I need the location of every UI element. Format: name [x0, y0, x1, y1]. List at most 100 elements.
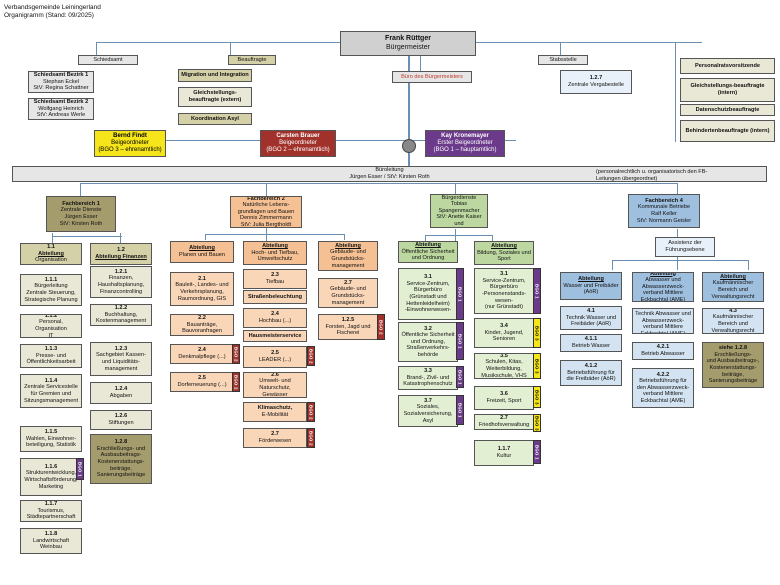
box-line: Grundstücks- — [331, 256, 365, 262]
box-line: Kostenerstattungs- — [97, 459, 145, 465]
box-line: 2.4 — [271, 311, 279, 318]
box-line: Migration und Integration — [181, 72, 249, 79]
box-line: Wirtschaftsförderung, — [24, 477, 78, 483]
beauftragte-title: Beauftragte — [228, 55, 276, 65]
bgo-tag: BGO 3 — [533, 386, 541, 408]
box-line: Kostenerstattungs- — [709, 365, 757, 371]
box-line: Hettenleidelheim) — [406, 300, 450, 307]
box-line: 1.2.4 — [114, 386, 128, 393]
box-line: 4.2.1 — [656, 344, 670, 351]
box-line: für Gremien und — [30, 391, 72, 397]
box-line: 1.1.4 — [44, 377, 58, 384]
box-line: Sanierungsbeiträge — [708, 378, 758, 385]
box-line: Kay Kronemayer — [441, 132, 489, 139]
box-line: 4.3 — [729, 308, 737, 314]
box-line: Bürgerbüro — [490, 284, 518, 291]
box-line: 3.2 — [424, 325, 432, 332]
box-line: StV: Normann Geisler — [636, 217, 692, 224]
box-line: Beauftragte — [237, 56, 267, 63]
box-line: Fachbereich 4 — [645, 197, 683, 204]
bgo-tag: BGO 1 — [76, 458, 84, 480]
box-line: 1.1.2 — [44, 314, 58, 319]
box-line: und Liquiditäts- — [102, 359, 140, 365]
box-line: Strategische Planung — [24, 296, 78, 303]
connector-line — [344, 234, 345, 240]
box-line: Abteilung — [335, 242, 361, 249]
box-line: Abteilung — [578, 276, 604, 283]
box-line: beiträge, — [722, 371, 744, 378]
box-line: Bereich und — [718, 321, 748, 327]
box-line: Soziales, — [416, 404, 440, 411]
box-line: 3.7 — [424, 397, 432, 404]
box-line: management — [331, 299, 365, 306]
box-line: die Freibäder (AöR) — [566, 376, 616, 383]
box-line: Wasser und Freibäder — [563, 282, 619, 289]
box-line: Gebäude- und — [330, 249, 366, 256]
box-line: Erschließungs- und — [96, 445, 146, 452]
box-line: Verwaltungsrecht — [711, 293, 755, 300]
box-line: Freibäder (AöR) — [570, 321, 612, 328]
connector-line — [205, 234, 206, 240]
box-line: Landwirtschaft — [32, 537, 70, 544]
box-line: 2.1 — [198, 275, 206, 282]
box-line: Eckbachtal (AME) — [640, 330, 686, 334]
box-line: Abwasser und — [645, 277, 681, 284]
beauftragte-migration: Migration und Integration — [178, 69, 252, 82]
box-line: behörde — [417, 351, 439, 358]
box-line: verband Mittlere — [642, 391, 684, 398]
bgo-tag: BGO 3 — [533, 414, 541, 432]
header-subtitle: Organigramm (Stand: 09/2025) — [4, 12, 94, 20]
beauftragte-gleich: Gleichstellungs-beauftragte (extern) — [178, 87, 252, 107]
box-line: 1.2.8 — [114, 439, 128, 446]
box-line: 1.1.1 — [44, 276, 58, 283]
right-panel-item: Datenschutzbeauftragte — [680, 104, 775, 116]
box-line: Eckbachtal (AME) — [640, 296, 686, 302]
bgo-tag: BGO 3 — [533, 353, 541, 379]
box-line: siehe 1.2.8 — [718, 345, 748, 352]
box-line: Beigeordneter — [279, 139, 317, 146]
fb3-header: Fachbereich 3BürgerdiensteTobias Spangen… — [430, 194, 488, 228]
box-line: Sanierungsbeiträge — [96, 472, 146, 479]
box-line: (nur Grünstadt) — [485, 304, 523, 311]
box-line: Weiterbildung, — [486, 366, 522, 372]
box-line: -Einwohnerwesen- — [404, 307, 452, 314]
fb2-unit: Hausmeisterservice — [243, 330, 307, 342]
bueroleitung-title: Büroleitung — [375, 167, 404, 174]
box-line: 2.7 — [500, 415, 508, 422]
box-line: verband Mittlere — [642, 290, 684, 297]
box-line: und Ordnung — [411, 255, 445, 262]
box-line: Forsten, Jagd und — [325, 323, 371, 330]
box-line: Umweltschutz — [257, 256, 293, 263]
box-line: 1.2 — [117, 247, 125, 254]
box-line: 2.2 — [198, 315, 206, 322]
box-line: 1.1.3 — [44, 346, 58, 353]
box-line: 4.2.2 — [656, 371, 670, 378]
box-line: 4.1 — [587, 308, 595, 315]
box-line: Personal, — [39, 319, 63, 326]
right-panel-item: Personalratsvorsitzende — [680, 58, 775, 74]
box-line: Abteilung — [189, 245, 215, 252]
box-line: Hoch- und Tiefbau, — [251, 249, 299, 256]
connector-line — [408, 54, 410, 142]
stabsstelle-title: Stabsstelle — [538, 55, 588, 65]
box-line: Service-Zentrum, — [406, 280, 450, 287]
box-line: Frank Rüttger — [385, 35, 431, 43]
